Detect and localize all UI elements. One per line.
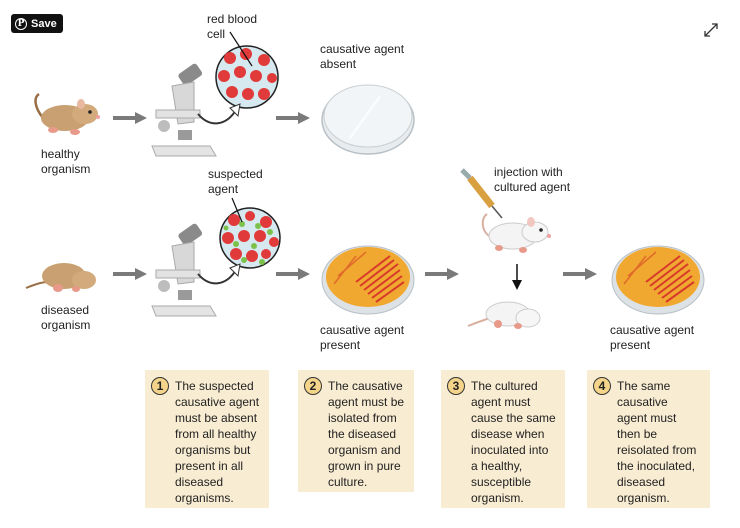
- blood-sample-magnified: [215, 45, 279, 109]
- suspected-agent-magnified: [219, 207, 281, 269]
- culture-petri-dish: [321, 245, 415, 315]
- arrow-icon: [276, 268, 310, 280]
- diseased-mouse-image: [25, 263, 96, 292]
- diseased-organism-label: diseased organism: [41, 303, 91, 332]
- step-number-badge: 1: [151, 377, 169, 395]
- diseased-white-mouse-image: [467, 301, 541, 329]
- step-card-1: 1 The suspected causative agent must be …: [145, 370, 269, 508]
- arrow-icon: [425, 268, 459, 280]
- causative-absent-label: causative agent absent: [320, 42, 405, 71]
- arrow-icon: [276, 112, 310, 124]
- save-label: Save: [31, 17, 57, 30]
- pointer-line: [231, 197, 243, 223]
- step-number-badge: 3: [447, 377, 465, 395]
- microscope-image: [151, 223, 217, 317]
- causative-present-label: causative agent present: [320, 323, 405, 352]
- step-card-2: 2 The causative agent must be isolated f…: [298, 370, 414, 492]
- step-number-badge: 4: [593, 377, 611, 395]
- pointer-line: [229, 31, 253, 67]
- save-button[interactable]: P Save: [11, 14, 63, 33]
- red-blood-cell-label: red blood cell: [207, 12, 258, 41]
- microscope-image: [151, 63, 217, 157]
- pinterest-icon: P: [15, 17, 27, 30]
- step-card-3: 3 The cultured agent must cause the same…: [441, 370, 565, 508]
- healthy-mouse-image: [34, 92, 100, 135]
- step-number-badge: 2: [304, 377, 322, 395]
- healthy-white-mouse-image: [481, 213, 551, 253]
- expand-icon[interactable]: [703, 22, 719, 38]
- arrow-icon: [113, 112, 147, 124]
- suspected-agent-label: suspected agent: [208, 167, 263, 196]
- arrow-icon: [563, 268, 597, 280]
- causative-present-label: causative agent present: [610, 323, 695, 352]
- empty-petri-dish: [321, 84, 415, 155]
- arrow-icon: [113, 268, 147, 280]
- down-arrow-icon: [512, 264, 522, 290]
- syringe-icon: [460, 168, 503, 219]
- curved-arrow-icon: [197, 263, 241, 285]
- healthy-organism-label: healthy organism: [41, 147, 91, 176]
- step-card-4: 4 The same causative agent must then be …: [587, 370, 710, 508]
- injection-label: injection with cultured agent: [494, 165, 571, 194]
- reisolated-culture-petri-dish: [611, 245, 705, 315]
- curved-arrow-icon: [197, 103, 241, 125]
